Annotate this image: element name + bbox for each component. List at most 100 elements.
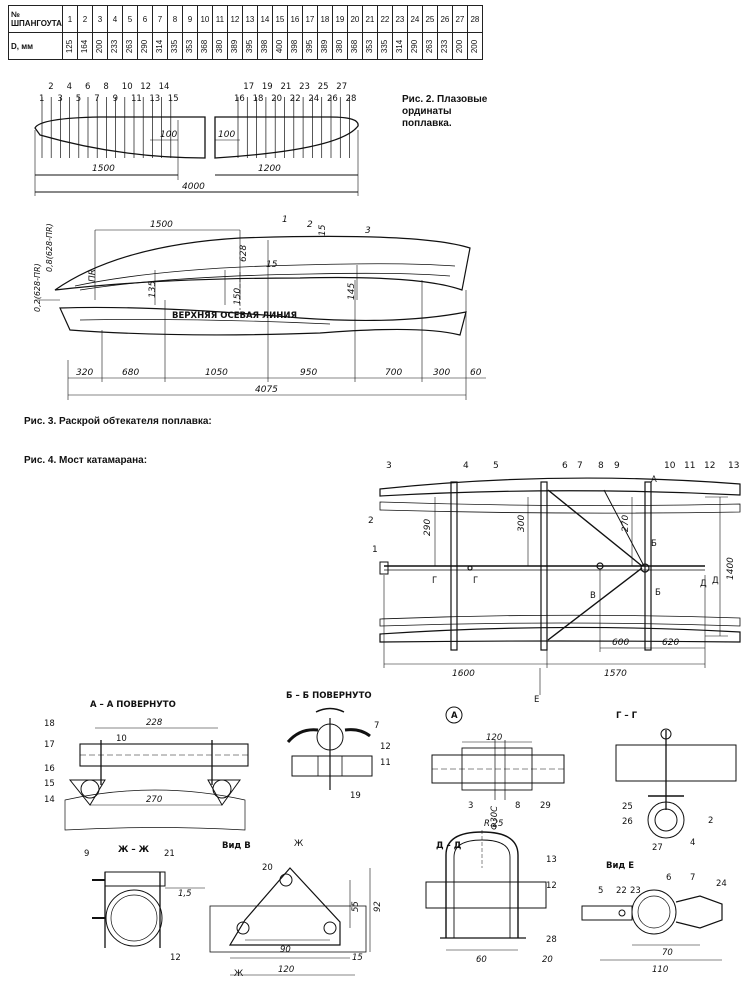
detail-a-label-8: 8: [515, 801, 520, 811]
fig4-part-label: 12: [704, 461, 715, 471]
detail-vide-dim-110: 110: [652, 965, 668, 975]
fig4-section-b2: Б: [655, 588, 661, 598]
fig3-formula-08: 0,8(628-ПR): [45, 223, 54, 272]
fig4-dim-1600: 1600: [452, 669, 475, 679]
detail-dd-r25: R 25: [484, 819, 503, 829]
fig2-frame-number: 24: [308, 94, 319, 104]
fig4-part-label: 5: [493, 461, 499, 471]
detail-aa-dim-228: 228: [146, 718, 163, 728]
fig2-frame-number: 17: [243, 82, 254, 92]
fig2-dim-100a: 100: [160, 130, 177, 140]
fig2-frame-number: 27: [336, 82, 347, 92]
fig3-dim-300: 300: [433, 368, 450, 378]
fig2-frame-number: 3: [57, 94, 62, 104]
fig2-dim-1200: 1200: [258, 164, 281, 174]
detail-bb-label-7: 7: [374, 721, 379, 731]
detail-gg-label-2: 2: [708, 816, 713, 826]
detail-bb-title: Б – Б ПОВЕРНУТО: [286, 691, 372, 701]
detail-aa-label-17: 17: [44, 740, 55, 750]
fig2-frame-number: 20: [271, 94, 282, 104]
detail-a-title: А: [451, 711, 458, 721]
detail-vidv-zh-top: Ж: [294, 839, 303, 849]
fig4-part-label: 6: [562, 461, 568, 471]
fig4-caption: Рис. 4. Мост катамарана:: [24, 455, 148, 466]
fig2-frame-number: 4: [67, 82, 72, 92]
fig2-frame-number: 5: [76, 94, 81, 104]
fig3-dim-145: 145: [347, 283, 357, 300]
fig4-part-label: 13: [728, 461, 739, 471]
fig2-dim-100b: 100: [218, 130, 235, 140]
detail-bb: [286, 707, 373, 790]
detail-zhzh-title: Ж – Ж: [118, 845, 150, 855]
detail-a-label-29: 29: [540, 801, 551, 811]
detail-vide-label-5: 5: [598, 886, 603, 896]
fig2-frame-number: 9: [113, 94, 118, 104]
fig4-section-d2: Д: [712, 576, 719, 586]
detail-aa-label-10: 10: [116, 734, 127, 744]
fig3-dimensions: [35, 229, 486, 400]
detail-vide-dim-70: 70: [662, 948, 673, 958]
detail-zhzh: [92, 871, 205, 948]
detail-bb-label-19: 19: [350, 791, 361, 801]
fig3-dim-320: 320: [76, 368, 93, 378]
fig3-dim-700: 700: [385, 368, 402, 378]
fig4-dim-270: 270: [621, 515, 631, 532]
fig4-dimensions: [383, 496, 728, 695]
detail-vide-label-6: 6: [666, 873, 671, 883]
fig3-fairing: [54, 235, 471, 336]
fig2-float-profile: [34, 97, 359, 196]
detail-vidv-zh-bottom: Ж: [234, 969, 243, 979]
detail-vidv-dim-120: 120: [278, 965, 294, 975]
detail-vidv-dim-55: 55: [351, 901, 361, 912]
fig4-part-label: 4: [463, 461, 469, 471]
fig2-frame-number: 25: [318, 82, 329, 92]
fig3-dim-1050: 1050: [205, 368, 228, 378]
fig4-dim-1570: 1570: [604, 669, 627, 679]
detail-gg-label-4: 4: [690, 838, 695, 848]
detail-gg-label-26: 26: [622, 817, 633, 827]
fig3-dim-15a: 15: [266, 260, 278, 270]
fig4-part-label: 2: [368, 516, 374, 526]
detail-vide-label-22: 22: [616, 886, 627, 896]
detail-dd-title: Д – Д: [436, 841, 462, 851]
detail-dd-dim-20: 20: [542, 955, 553, 965]
fig3-axis-label: ВЕРХНЯЯ ОСЕВАЯ ЛИНИЯ: [172, 311, 297, 321]
diameters-header: D, мм: [8, 32, 63, 60]
fig2-dim-1500: 1500: [92, 164, 115, 174]
detail-a-label-3: 3: [468, 801, 473, 811]
fig3-dim-4075: 4075: [255, 385, 278, 395]
fig2-frame-number: 26: [327, 94, 338, 104]
detail-aa-dim-270: 270: [146, 795, 162, 805]
fig4-dim-600: 600: [612, 638, 629, 648]
fig3-caption: Рис. 3. Раскрой обтекателя поплавка:: [24, 416, 212, 427]
detail-gg-label-27: 27: [652, 843, 663, 853]
fig4-bridge-plan: [379, 477, 741, 651]
fig2-frame-number: 10: [122, 82, 133, 92]
detail-zhzh-dim-15: 1,5: [178, 889, 192, 899]
detail-vid-v: [209, 867, 371, 976]
detail-zhzh-label-12: 12: [170, 953, 181, 963]
detail-vidv-dim-92: 92: [373, 901, 383, 912]
detail-aa-label-14: 14: [44, 795, 55, 805]
fig4-dim-1400: 1400: [726, 557, 736, 580]
detail-a-circle: [431, 706, 565, 800]
fig4-section-a: А: [651, 475, 657, 485]
fig4-dim-290: 290: [423, 519, 433, 536]
fig4-part-label: 11: [684, 461, 695, 471]
detail-gg-title: Г – Г: [616, 711, 638, 721]
fig3-dim-950: 950: [300, 368, 317, 378]
fig2-dim-4000: 4000: [182, 182, 205, 192]
fig2-frame-number: 18: [253, 94, 264, 104]
detail-bb-label-11: 11: [380, 758, 391, 768]
detail-vide-label-23: 23: [630, 886, 641, 896]
fig2-frame-number: 7: [94, 94, 99, 104]
fig4-part-label: 10: [664, 461, 676, 471]
fig2-frame-number: 11: [131, 94, 142, 104]
fig2-frame-number: 2: [48, 82, 53, 92]
fig2-frame-number: 6: [85, 82, 90, 92]
fig3-part-2: 2: [307, 220, 313, 230]
detail-vidv-dim-90: 90: [280, 945, 291, 955]
